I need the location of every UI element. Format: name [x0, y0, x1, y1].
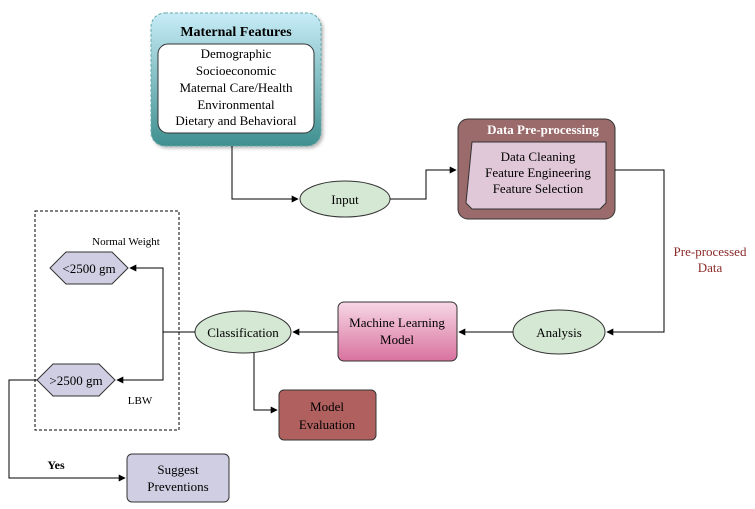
ml-model-line2: Model: [380, 332, 414, 347]
outcome-group: Normal Weight <2500 gm >2500 gm LBW: [34, 210, 180, 431]
preprocessing-block: Data Pre-processing Data Cleaning Featur…: [457, 118, 616, 220]
analysis-node: Analysis: [512, 309, 606, 355]
ml-model-line1: Machine Learning: [349, 315, 445, 330]
preprocessed-data-label-line1: Pre-processed: [674, 244, 747, 259]
model-evaluation-block: Model Evaluation: [278, 389, 377, 441]
suggest-preventions-line2: Preventions: [147, 479, 208, 494]
preprocessing-title: Data Pre-processing: [487, 122, 599, 137]
input-label: Input: [331, 192, 359, 207]
feature-item-environmental: Environmental: [197, 97, 275, 112]
preprocessing-item-selection: Feature Selection: [493, 181, 584, 196]
maternal-features-block: Maternal Features Demographic Socioecono…: [150, 12, 322, 147]
suggest-preventions-block: Suggest Preventions: [126, 453, 230, 503]
feature-item-maternal-care: Maternal Care/Health: [180, 80, 293, 95]
preprocessing-item-engineering: Feature Engineering: [485, 165, 591, 180]
over-2500-hexagon: [36, 363, 116, 397]
ml-model-block: Machine Learning Model: [337, 301, 458, 362]
preprocessed-data-label-line2: Data: [698, 260, 723, 275]
arrow-over-to-suggest: [8, 379, 126, 482]
lbw-label: LBW: [128, 395, 153, 407]
arrow-input-to-preprocessing: [390, 166, 457, 200]
model-evaluation-line1: Model: [310, 399, 344, 414]
analysis-label: Analysis: [536, 325, 582, 340]
suggest-preventions-line1: Suggest: [157, 462, 199, 477]
normal-weight-label: Normal Weight: [92, 236, 160, 248]
arrow-classification-to-under: [129, 264, 195, 333]
feature-item-dietary: Dietary and Behavioral: [175, 113, 297, 128]
yes-label: Yes: [47, 458, 65, 472]
arrow-classification-to-over: [116, 332, 164, 384]
preprocessing-item-cleaning: Data Cleaning: [501, 149, 576, 164]
model-evaluation-line2: Evaluation: [299, 417, 356, 432]
arrow-features-to-input: [231, 146, 299, 203]
under-2500-label: <2500 gm: [62, 261, 115, 276]
feature-item-demographic: Demographic: [201, 46, 272, 61]
maternal-features-title: Maternal Features: [180, 25, 292, 40]
arrow-preprocessing-to-analysis: [606, 169, 665, 336]
classification-node: Classification: [194, 310, 292, 354]
over-2500-label: >2500 gm: [49, 373, 102, 388]
under-2500-hexagon: [49, 251, 129, 285]
classification-label: Classification: [207, 325, 279, 340]
feature-item-socioeconomic: Socioeconomic: [196, 63, 276, 78]
connectors: [8, 146, 665, 482]
arrow-classification-to-evaluation: [253, 353, 278, 414]
input-node: Input: [299, 180, 391, 218]
